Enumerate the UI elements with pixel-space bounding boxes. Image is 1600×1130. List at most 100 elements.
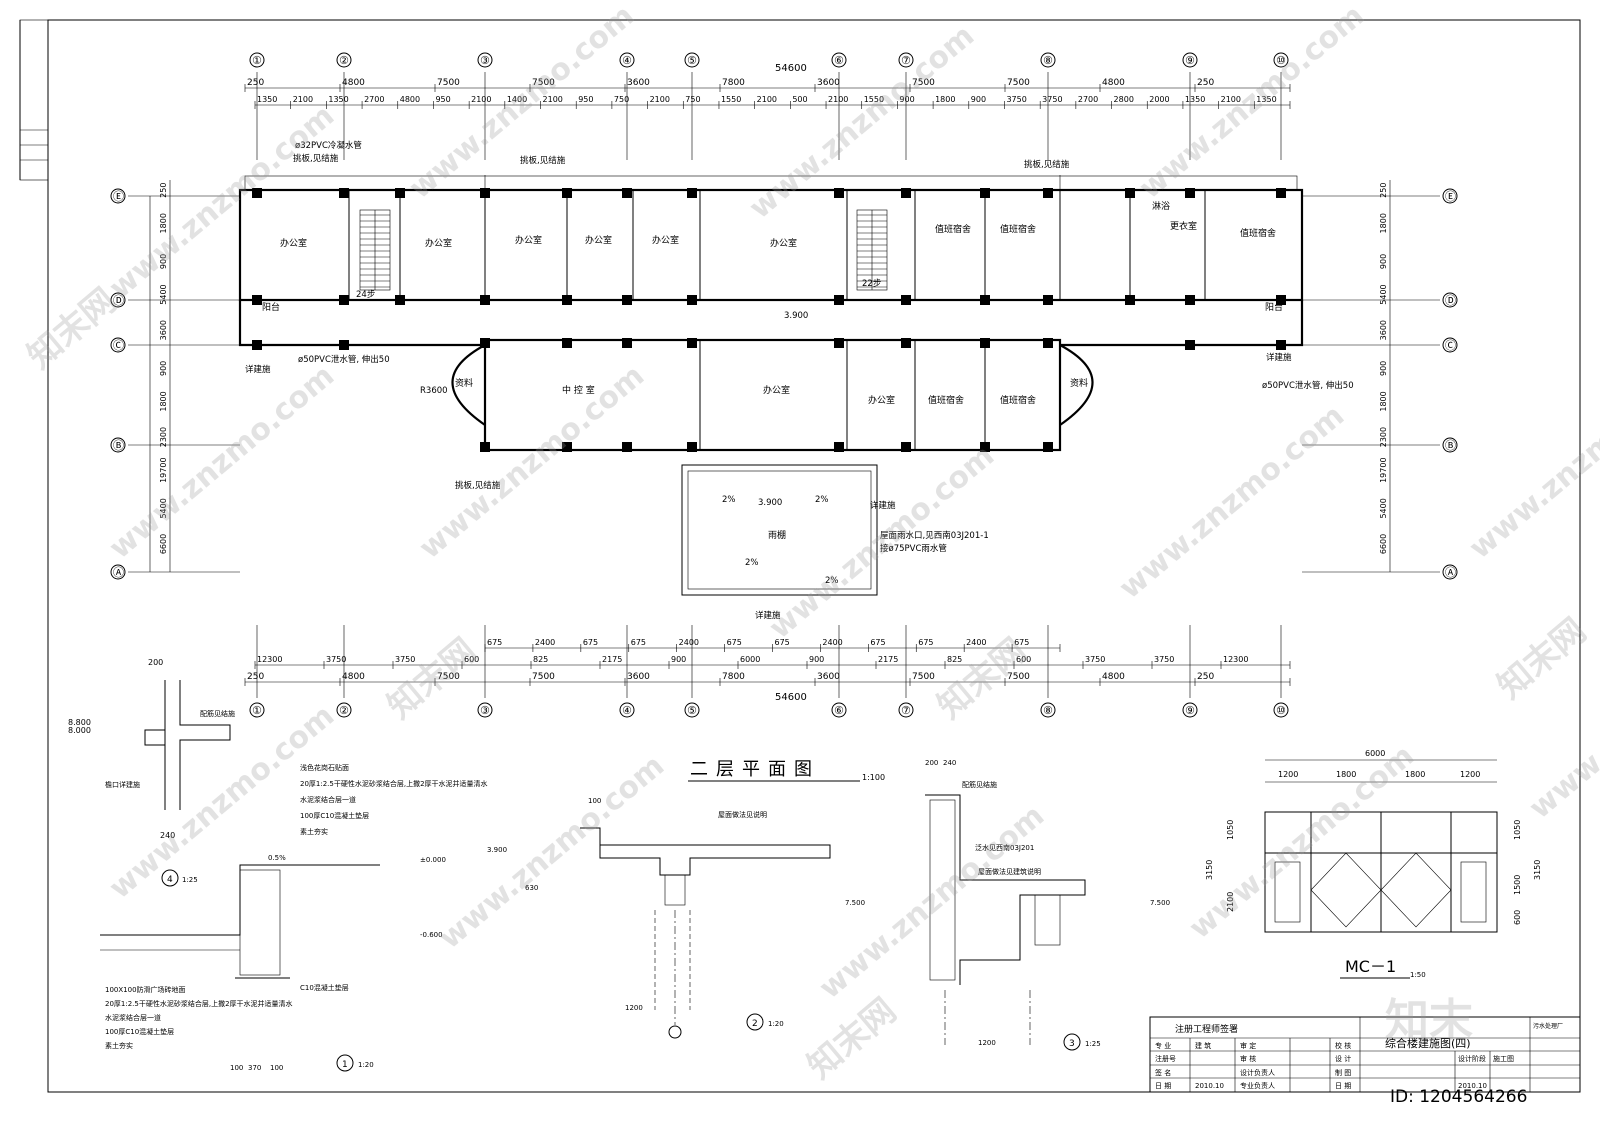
note-pipe-drain-left: ø50PVC泄水管, 伸出50 <box>298 354 390 365</box>
dim-top-2-value: 2700 <box>1078 95 1098 104</box>
dim-top-1-value: 7800 <box>722 78 745 88</box>
axis-label-right: Ⓓ <box>1445 294 1456 307</box>
column <box>1125 188 1135 198</box>
dim-right-value: 250 <box>1379 183 1388 198</box>
dim-top-2-value: 900 <box>971 95 986 104</box>
column <box>1185 188 1195 198</box>
axis-bubble-top <box>831 52 847 68</box>
dim-top-1-value: 250 <box>247 78 264 88</box>
axis-label-right: Ⓐ <box>1445 566 1456 579</box>
dim-bottom-1-value: 2400 <box>535 638 555 647</box>
svg-text:1800: 1800 <box>1405 770 1425 779</box>
dim-left-value: 1800 <box>159 213 168 233</box>
dim-bottom-3-value: 250 <box>247 672 264 682</box>
svg-text:600: 600 <box>1513 910 1522 925</box>
svg-text:6000: 6000 <box>1365 749 1385 758</box>
svg-text:浅色花岗石贴面: 浅色花岗石贴面 <box>300 763 349 772</box>
axis-label-top: ⑧ <box>1043 54 1053 67</box>
note-slope-1: 2% <box>722 495 736 505</box>
column <box>834 295 844 305</box>
svg-text:100厚C10混凝土垫层: 100厚C10混凝土垫层 <box>300 811 369 820</box>
note-slab-3: 挑板,见结施 <box>1024 159 1070 170</box>
watermark-text: www.znzmo.com <box>103 98 341 306</box>
dim-top-1-value: 250 <box>1197 78 1214 88</box>
room-office-7: 办公室 <box>763 384 790 396</box>
dim-top-2-value: 2100 <box>293 95 313 104</box>
title-cell: 建 筑 <box>1195 1041 1211 1050</box>
svg-text:7.500: 7.500 <box>1150 899 1170 907</box>
room-locker: 更衣室 <box>1170 220 1197 232</box>
axis-label-top: ④ <box>622 54 632 67</box>
svg-text:20厚1:2.5干硬性水泥砂浆结合层,上撒2厚干水泥并适量清: 20厚1:2.5干硬性水泥砂浆结合层,上撒2厚干水泥并适量清水 <box>105 999 293 1008</box>
column <box>480 338 490 348</box>
dim-right-value: 1800 <box>1379 391 1388 411</box>
dim-bottom-2-value: 3750 <box>326 655 346 664</box>
room-archive-2: 资料 <box>1070 377 1088 389</box>
axis-bubble-right <box>1442 337 1458 353</box>
note-elev-1: 3.900 <box>784 311 808 321</box>
dim-left-value: 3600 <box>159 320 168 340</box>
svg-text:1200: 1200 <box>1460 770 1480 779</box>
axis-label-bottom: ⑨ <box>1185 704 1195 717</box>
column <box>901 188 911 198</box>
svg-text:3.900: 3.900 <box>487 846 507 854</box>
axis-label-top: ③ <box>480 54 490 67</box>
axis-label-top: ⑩ <box>1276 54 1286 67</box>
note-pipe-condensate: ø32PVC冷凝水管 <box>295 140 362 151</box>
svg-text:-0.600: -0.600 <box>420 931 443 939</box>
svg-text:1:25: 1:25 <box>182 876 198 884</box>
dim-top-2-value: 1550 <box>864 95 884 104</box>
room-labels: 办公室 办公室 办公室 办公室 办公室 办公室 值班宿舍 值班宿舍 淋浴 更衣室… <box>262 200 1283 541</box>
axis-label-right: Ⓒ <box>1445 339 1456 352</box>
stair-left <box>359 209 391 291</box>
svg-text:100: 100 <box>588 797 601 805</box>
dim-bottom-3-value: 4800 <box>1102 672 1125 682</box>
column <box>834 188 844 198</box>
dim-right-value: 900 <box>1379 361 1388 376</box>
column <box>1185 340 1195 350</box>
svg-text:200: 200 <box>148 658 163 667</box>
watermark-text: www.znzmo.com <box>1183 738 1421 946</box>
dim-bottom-2-value: 2175 <box>602 655 622 664</box>
sheet-border <box>47 19 1581 1093</box>
axis-bubble-top <box>249 52 265 68</box>
svg-text:水泥浆结合层一道: 水泥浆结合层一道 <box>300 795 356 804</box>
axis-label-left: Ⓒ <box>113 339 124 352</box>
room-office-6: 办公室 <box>770 237 797 249</box>
dim-top-2-value: 500 <box>792 95 807 104</box>
column <box>562 295 572 305</box>
structural-columns <box>252 188 1286 452</box>
svg-text:3150: 3150 <box>1205 860 1214 880</box>
dim-top-2-value: 1350 <box>1256 95 1276 104</box>
axis-label-bottom: ⑤ <box>687 704 697 717</box>
dim-top-1-value: 3600 <box>817 78 840 88</box>
dim-bottom-1-value: 675 <box>775 638 790 647</box>
column <box>687 442 697 452</box>
note-slope-4: 2% <box>825 576 839 586</box>
dim-bottom-3-value: 250 <box>1197 672 1214 682</box>
svg-text:素土夯实: 素土夯实 <box>300 827 328 836</box>
dim-right-value: 19700 <box>1379 457 1388 482</box>
room-dorm-2: 值班宿舍 <box>1000 223 1036 235</box>
dim-bottom-1-value: 675 <box>727 638 742 647</box>
note-pipe-drain-right: ø50PVC泄水管, 伸出50 <box>1262 380 1354 391</box>
note-detail-2: 详建施 <box>870 500 896 511</box>
svg-text:100X100防滑广场砖地面: 100X100防滑广场砖地面 <box>105 985 186 994</box>
svg-text:370: 370 <box>248 1064 261 1072</box>
axis-bubble-right <box>1442 564 1458 580</box>
axis-label-bottom: ④ <box>622 704 632 717</box>
title-cell: 签 名 <box>1155 1068 1171 1077</box>
note-detail-3: 详建施 <box>755 610 781 621</box>
svg-text:素土夯实: 素土夯实 <box>105 1041 133 1050</box>
room-canopy: 雨棚 <box>768 529 786 541</box>
svg-text:1: 1 <box>342 1060 348 1070</box>
title-cell: 设计负责人 <box>1240 1068 1275 1077</box>
column <box>980 188 990 198</box>
svg-text:配筋见结施: 配筋见结施 <box>962 780 997 789</box>
note-stairs-1: 24步 <box>356 290 375 300</box>
title-block: 注册工程师签署 污水处理厂 综合楼建施图(四) 专 业建 筑审 定校 核注册号审… <box>1149 1016 1581 1107</box>
dim-left-value: 5400 <box>159 498 168 518</box>
plan-scale: 1:100 <box>862 773 885 782</box>
room-balcony-2: 阳台 <box>1265 301 1283 313</box>
